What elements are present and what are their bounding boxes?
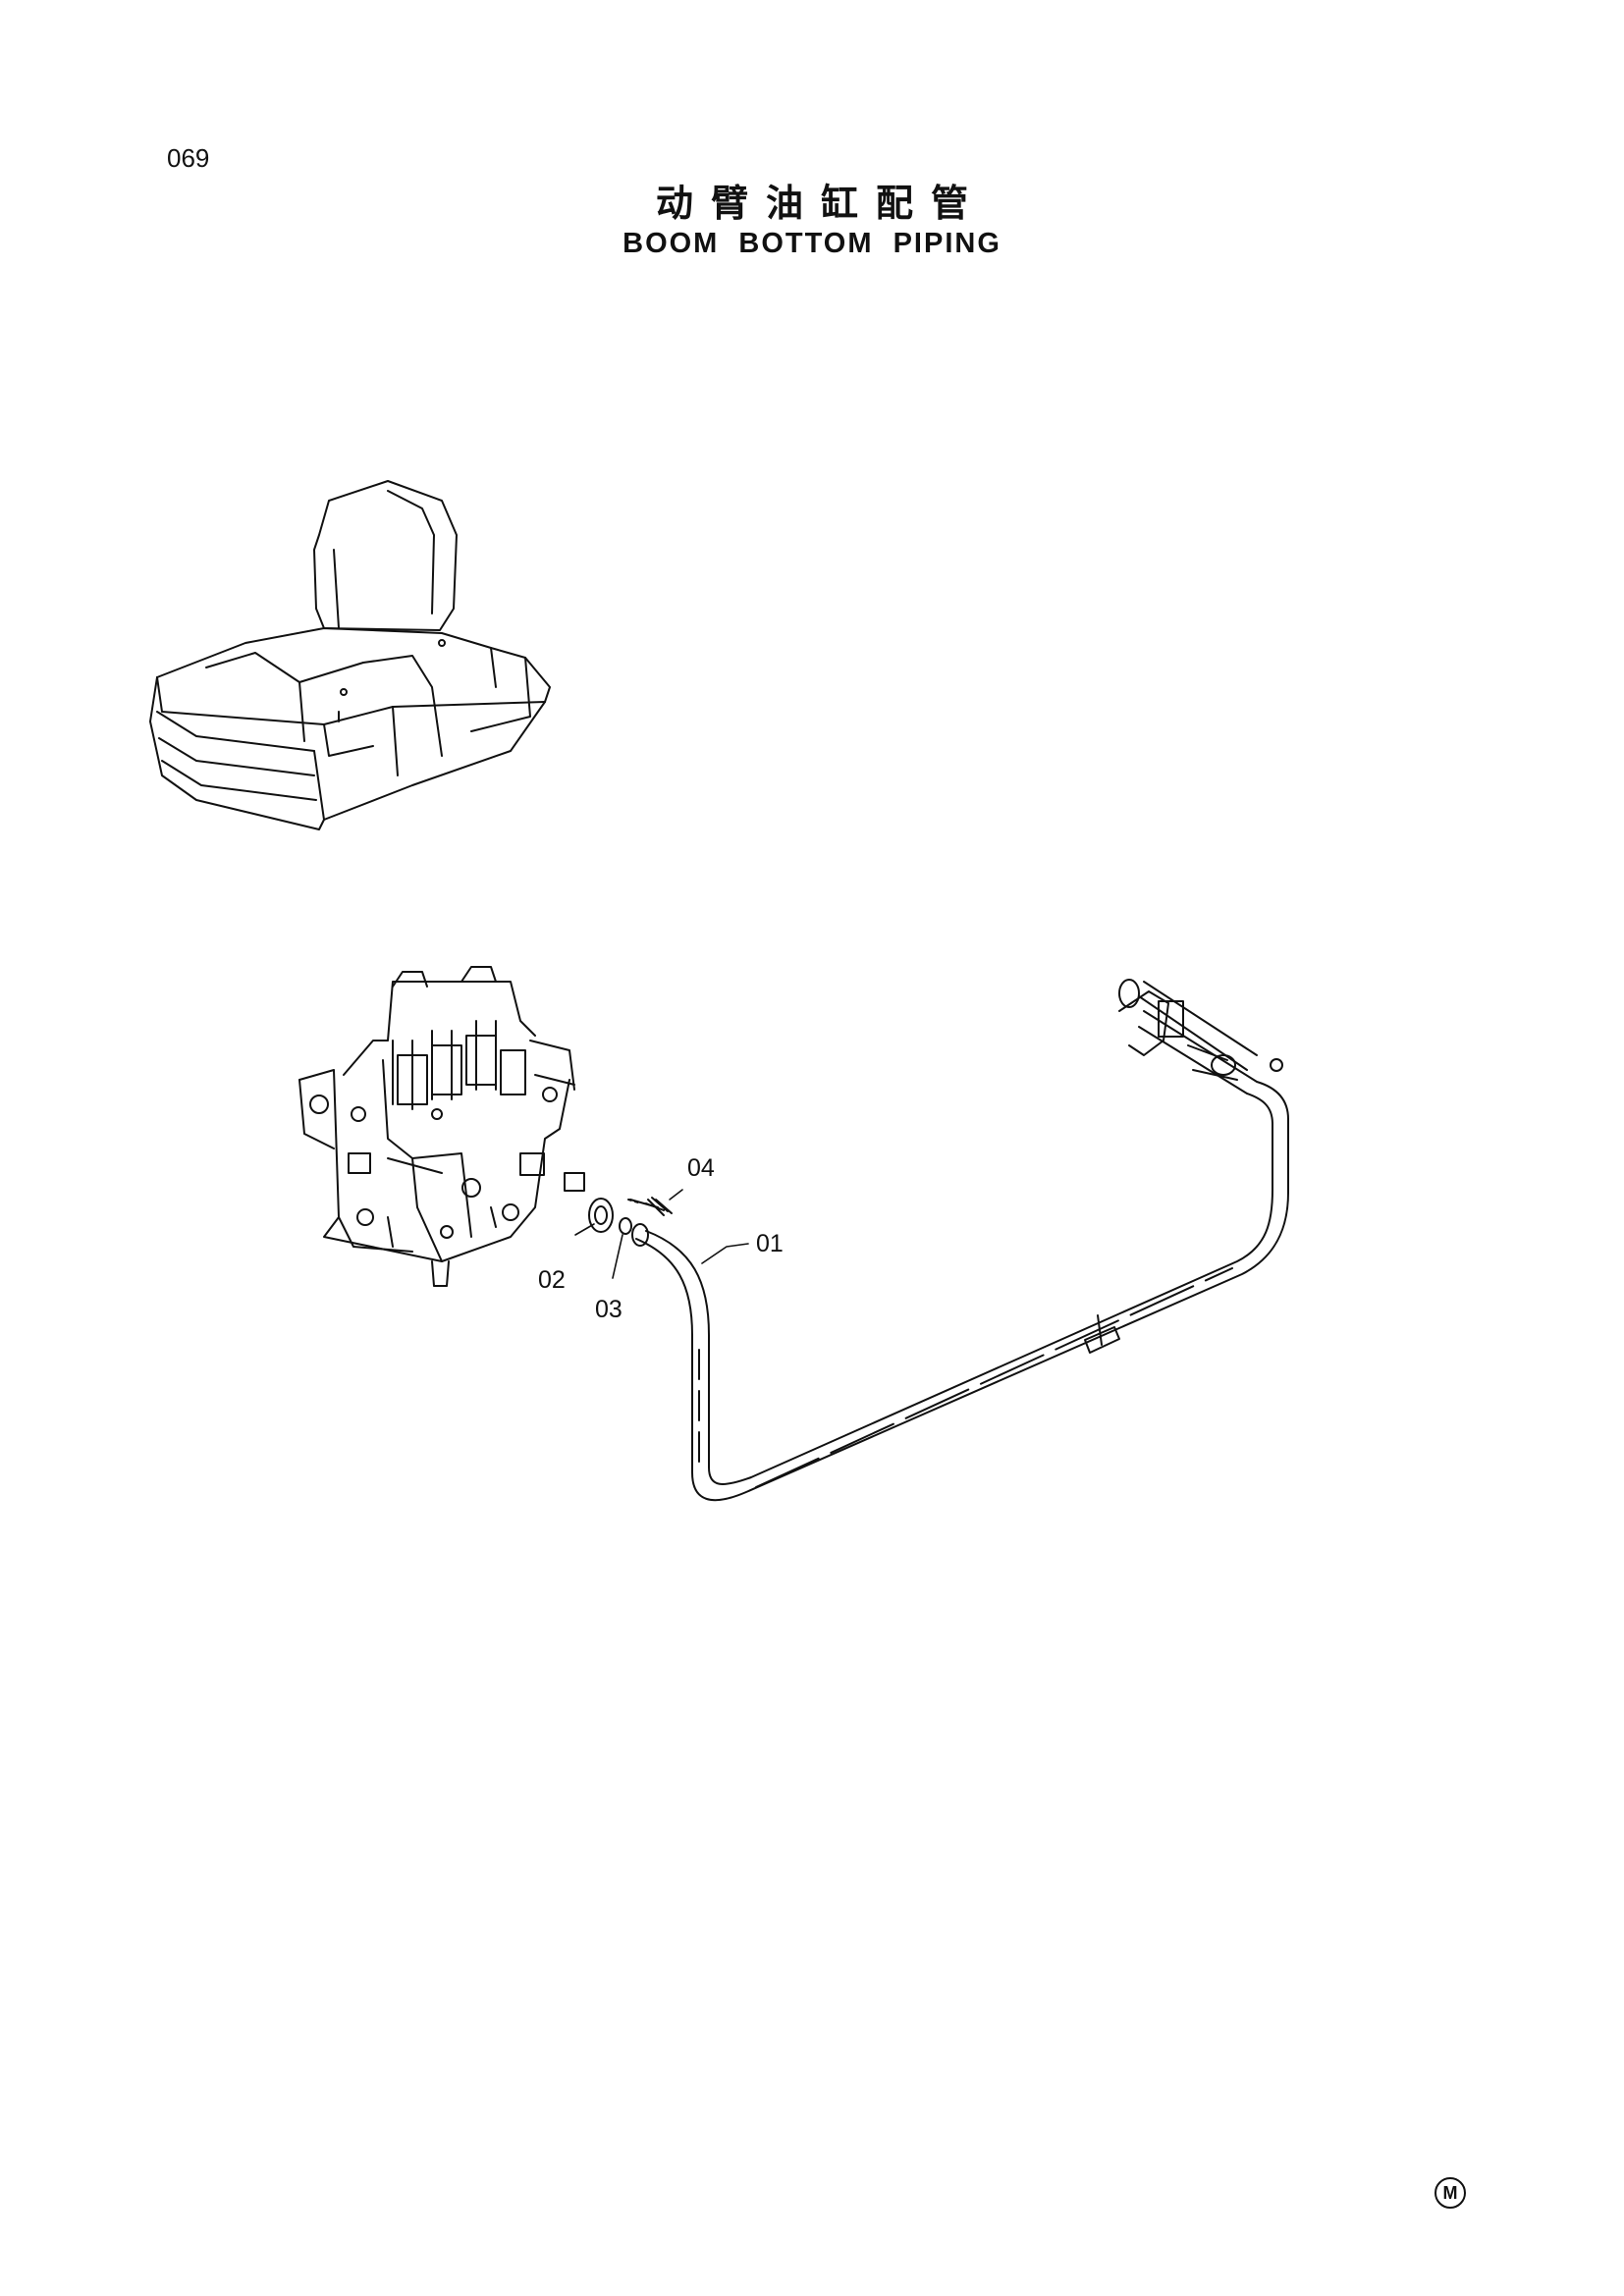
boom-pipe: [631, 979, 1289, 1502]
control-valve: [298, 966, 585, 1287]
leader-lines: [574, 1189, 749, 1279]
corner-mark-icon: M: [1435, 2177, 1466, 2209]
title-english: BOOM BOTTOM PIPING: [623, 228, 1001, 259]
callout-01: 01: [756, 1230, 784, 1257]
pipe-fittings: [588, 1197, 673, 1235]
callout-04: 04: [687, 1154, 715, 1182]
callout-03: 03: [595, 1296, 623, 1323]
callout-02: 02: [538, 1266, 566, 1294]
excavator-overview: [149, 480, 551, 830]
title-chinese: 动臂油缸配管: [655, 182, 986, 225]
page-number: 069: [167, 143, 210, 173]
